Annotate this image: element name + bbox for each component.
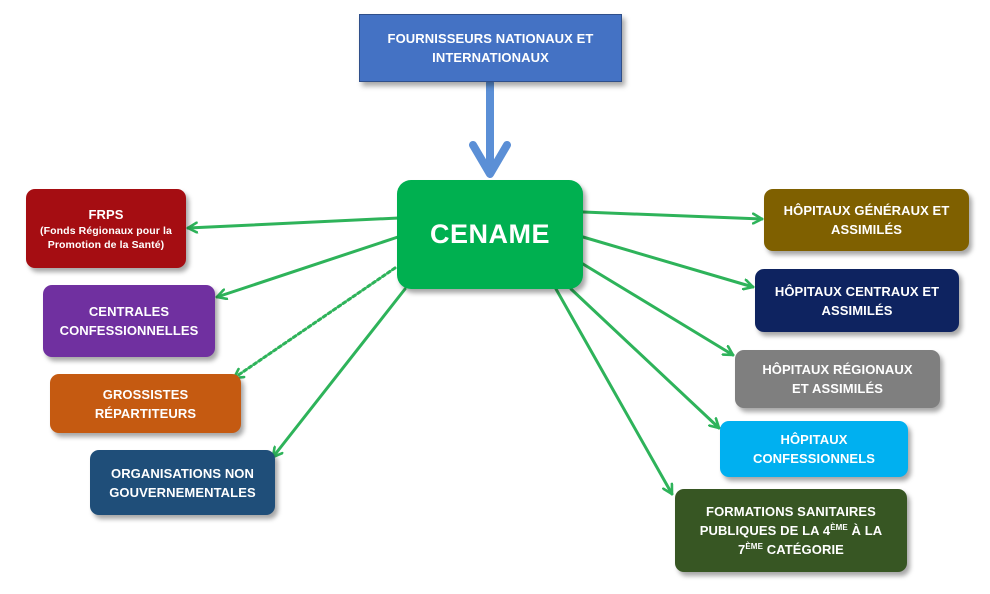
frps-node: FRPS (Fonds Régionaux pour la Promotion … xyxy=(26,189,186,268)
arrow-to-centrales xyxy=(215,234,403,297)
ong-node: ORGANISATIONS NON GOUVERNEMENTALES xyxy=(90,450,275,515)
formations-line1: FORMATIONS SANITAIRES xyxy=(706,504,876,519)
hopitaux-regionaux-node: HÔPITAUX RÉGIONAUX ET ASSIMILÉS xyxy=(735,350,940,408)
supplier-arrow xyxy=(469,79,511,178)
formations-line3-text: CATÉGORIE xyxy=(763,542,844,557)
formations-sanitaires-node: FORMATIONS SANITAIRES PUBLIQUES DE LA 4È… xyxy=(675,489,907,572)
arrow-to-hopitaux-confessionnels xyxy=(569,287,721,430)
frps-title: FRPS xyxy=(88,207,124,222)
formations-line2: PUBLIQUES DE LA 4ÈME À LA xyxy=(700,521,883,540)
frps-subtitle: (Fonds Régionaux pour la Promotion de la… xyxy=(40,225,172,251)
formations-line2-end: À LA xyxy=(847,523,883,538)
hopitaux-confessionnels-label: HÔPITAUX CONFESSIONNELS xyxy=(752,432,876,466)
hopitaux-centraux-node: HÔPITAUX CENTRAUX ET ASSIMILÉS xyxy=(755,269,959,332)
hopitaux-confessionnels-node: HÔPITAUX CONFESSIONNELS xyxy=(720,421,908,477)
cename-node: CENAME xyxy=(397,180,583,289)
arrow-to-hopitaux-regionaux xyxy=(581,262,735,357)
grossistes-node: GROSSISTES RÉPARTITEURS xyxy=(50,374,241,433)
supplier-node: FOURNISSEURS NATIONAUX ET INTERNATIONAUX xyxy=(359,14,622,82)
arrow-to-hopitaux-generaux xyxy=(581,210,764,219)
ong-label: ORGANISATIONS NON GOUVERNEMENTALES xyxy=(109,465,256,500)
arrow-to-ong xyxy=(271,287,407,459)
supplier-label: FOURNISSEURS NATIONAUX ET INTERNATIONAUX xyxy=(387,31,594,65)
arrow-to-grossistes xyxy=(232,266,397,380)
arrow-to-formations xyxy=(554,287,674,496)
cename-label: CENAME xyxy=(429,219,550,249)
formations-line3: 7ÈME CATÉGORIE xyxy=(738,540,844,559)
formations-line2-text: PUBLIQUES DE LA 4 xyxy=(699,523,831,538)
centrales-node: CENTRALES CONFESSIONNELLES xyxy=(43,285,215,357)
hopitaux-centraux-label: HÔPITAUX CENTRAUX ET ASSIMILÉS xyxy=(774,283,940,318)
formations-sup-1: ÈME xyxy=(830,523,848,532)
grossistes-label: GROSSISTES RÉPARTITEURS xyxy=(94,386,197,421)
hopitaux-generaux-label: HÔPITAUX GÉNÉRAUX ET ASSIMILÉS xyxy=(783,203,950,237)
arrow-to-hopitaux-centraux xyxy=(581,235,755,287)
formations-sup-2: ÈME xyxy=(745,542,764,551)
centrales-label: CENTRALES CONFESSIONNELLES xyxy=(59,304,199,338)
hopitaux-generaux-node: HÔPITAUX GÉNÉRAUX ET ASSIMILÉS xyxy=(764,189,969,251)
formations-line3-num: 7 xyxy=(738,542,746,557)
hopitaux-regionaux-label: HÔPITAUX RÉGIONAUX ET ASSIMILÉS xyxy=(762,362,913,396)
arrow-to-frps xyxy=(186,216,401,228)
